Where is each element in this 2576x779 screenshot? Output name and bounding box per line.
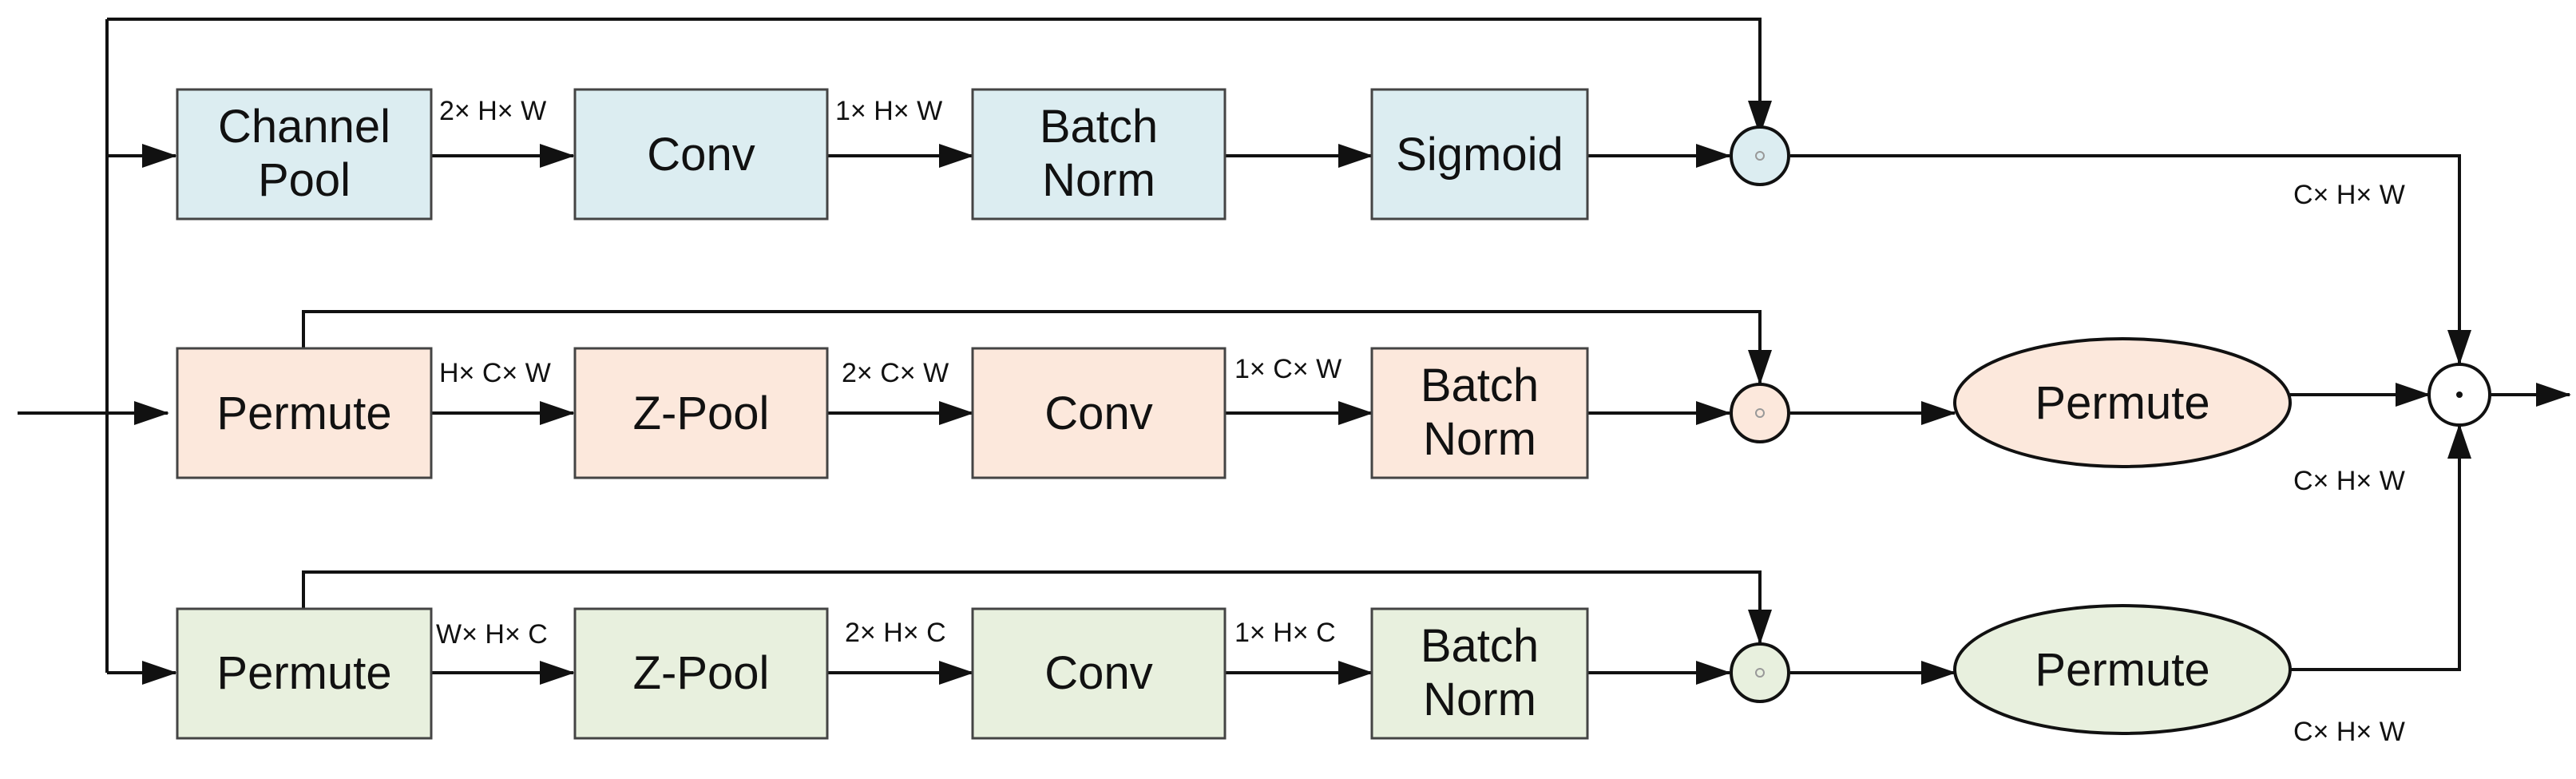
sigmoid-box (1370, 88, 1589, 221)
top-output-dim: C× H× W (2293, 180, 2405, 210)
middle-permute-out-ellipse (1953, 337, 2292, 468)
middle-multiply-dot-icon (1755, 408, 1765, 418)
middle-zpool-label: Z-Pool (633, 388, 770, 439)
channel-pool-label-line2: Pool (258, 154, 351, 206)
middle-output-dim: C× H× W (2293, 466, 2405, 496)
bottom-permute-box (176, 607, 433, 740)
bottom-dim-2: 2× H× C (845, 618, 946, 648)
middle-branch: Permute Z-Pool Conv Batch Norm Permute H… (176, 337, 2292, 479)
middle-dim-1: H× C× W (439, 358, 551, 388)
top-branch: Channel Pool Conv Batch Norm Sigmoid 2× … (176, 88, 1790, 221)
connectors (18, 18, 2571, 685)
bottom-permute-out-ellipse (1953, 604, 2292, 735)
bottom-branch: Permute Z-Pool Conv Batch Norm Permute W… (176, 604, 2292, 740)
middle-permute-box (176, 347, 433, 479)
bottom-batch-norm-label-line1: Batch (1421, 620, 1539, 672)
top-conv-box (573, 88, 829, 221)
top-batch-norm-label-line2: Norm (1042, 154, 1155, 206)
middle-multiply-node (1730, 383, 1790, 443)
bottom-multiply-node (1730, 642, 1790, 703)
top-multiply-dot-icon (1755, 151, 1765, 161)
bottom-batch-norm-label-line2: Norm (1423, 674, 1536, 725)
middle-batch-norm-label-line1: Batch (1421, 360, 1539, 411)
bottom-permute-out-label: Permute (2035, 644, 2209, 696)
middle-conv-box (971, 347, 1227, 479)
bottom-dim-3: 1× H× C (1234, 618, 1336, 648)
bottom-output-dim: C× H× W (2293, 717, 2405, 747)
middle-batch-norm-box (1370, 347, 1589, 479)
bottom-multiply-dot-icon (1755, 668, 1765, 678)
average-dot-icon (2456, 391, 2463, 398)
middle-batch-norm-label-line2: Norm (1423, 413, 1536, 465)
middle-permute-out-label: Permute (2035, 377, 2209, 429)
middle-zpool-box (573, 347, 829, 479)
channel-pool-label-line1: Channel (218, 101, 390, 153)
top-multiply-node (1730, 125, 1790, 186)
middle-conv-label: Conv (1044, 388, 1152, 439)
sigmoid-label: Sigmoid (1396, 129, 1563, 181)
top-conv-label: Conv (647, 129, 755, 181)
middle-dim-3: 1× C× W (1234, 354, 1342, 384)
bottom-permute-label: Permute (216, 647, 391, 699)
middle-permute-label: Permute (216, 388, 391, 439)
output-stage: C× H× W C× H× W C× H× W (2293, 180, 2491, 747)
top-batch-norm-box (971, 88, 1227, 221)
top-dim-1: 2× H× W (439, 96, 546, 126)
middle-dim-2: 2× C× W (842, 358, 949, 388)
bottom-dim-1: W× H× C (436, 619, 548, 650)
channel-pool-box (176, 88, 433, 221)
bottom-conv-label: Conv (1044, 647, 1152, 699)
top-dim-2: 1× H× W (835, 96, 942, 126)
bottom-zpool-box (573, 607, 829, 740)
top-batch-norm-label-line1: Batch (1040, 101, 1158, 153)
bottom-batch-norm-box (1370, 607, 1589, 740)
bottom-conv-box (971, 607, 1227, 740)
bottom-zpool-label: Z-Pool (633, 647, 770, 699)
